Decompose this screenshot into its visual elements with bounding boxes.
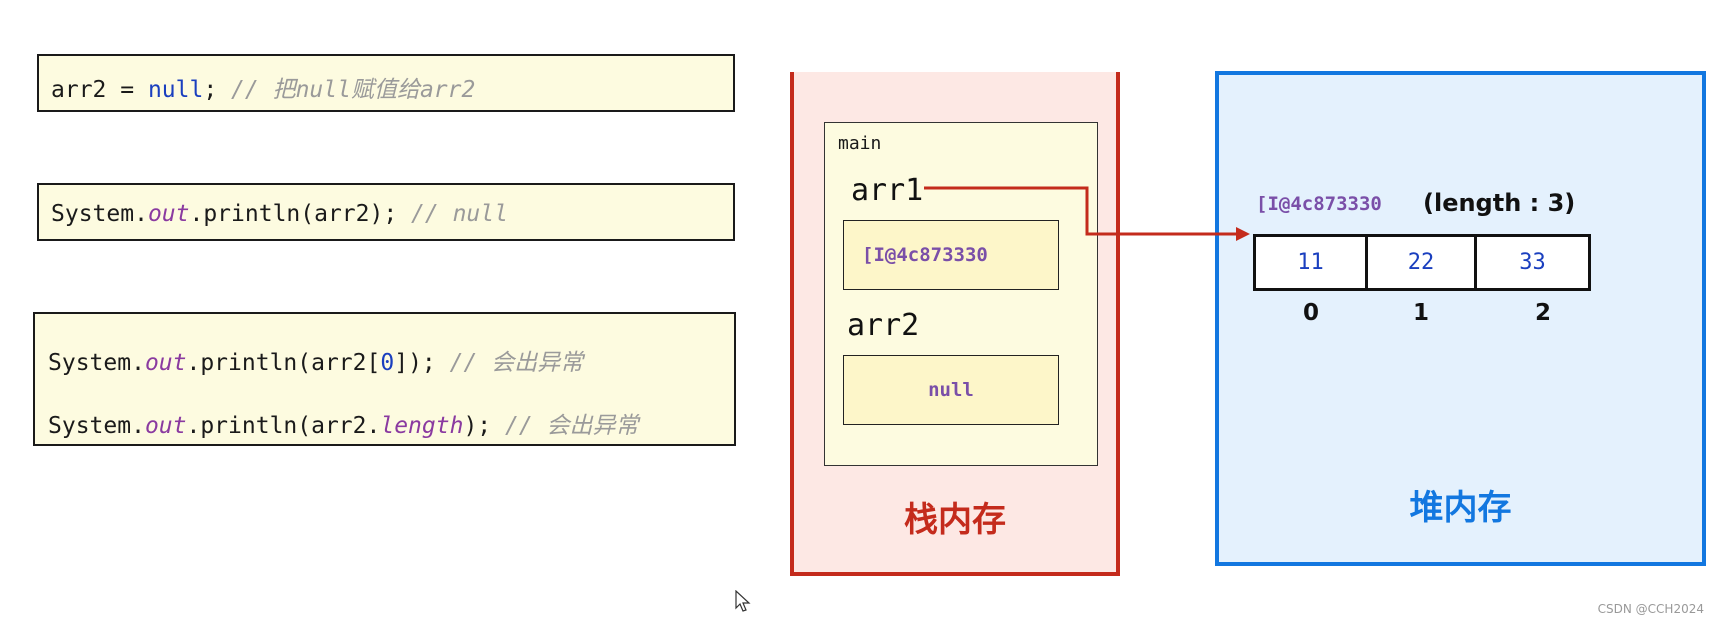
- code-keyword-null: null: [147, 77, 204, 103]
- stack-memory: main arr1 [I@4c873330 arr2 null 栈内存: [790, 72, 1120, 576]
- array-cell-1: 22: [1365, 234, 1477, 291]
- code-op: =: [106, 77, 148, 103]
- arr2-value-cell: null: [843, 355, 1059, 425]
- code-text: .println(arr2[: [186, 350, 381, 376]
- code-text: System.: [51, 201, 148, 227]
- heap-memory: [I@4c873330 (length : 3) 11 22 33 0 1 2 …: [1215, 71, 1706, 566]
- code-box-assign-null: arr2 = null; // 把null赋值给arr2: [37, 54, 735, 112]
- heap-title: 堆内存: [1409, 488, 1512, 528]
- array-index-0: 0: [1302, 300, 1319, 326]
- stack-title: 栈内存: [904, 500, 1006, 540]
- array-cell-0: 11: [1253, 234, 1368, 291]
- watermark: CSDN @CCH2024: [1597, 602, 1704, 616]
- code-line-1: System.out.println(arr2[0]); // 会出异常: [48, 343, 583, 377]
- array-cell-2: 33: [1474, 234, 1591, 291]
- array-value: 11: [1297, 250, 1324, 275]
- code-line-2: System.out.println(arr2.length); // 会出异常: [48, 406, 639, 440]
- mouse-cursor-icon: [735, 590, 751, 612]
- code-line: System.out.println(arr2); // null: [51, 201, 508, 227]
- heap-array-length: (length : 3): [1423, 189, 1576, 217]
- code-text: .println(arr2);: [189, 201, 412, 227]
- code-field-out: out: [147, 201, 190, 227]
- arr1-label: arr1: [851, 173, 924, 208]
- code-text: System.: [48, 413, 145, 439]
- code-comment: // null: [411, 201, 508, 227]
- code-comment: // 会出异常: [449, 350, 584, 376]
- frame-label: main: [838, 133, 882, 154]
- array-index-2: 2: [1534, 300, 1551, 326]
- main-frame: main arr1 [I@4c873330 arr2 null: [824, 122, 1098, 466]
- code-box-print-null: System.out.println(arr2); // null: [37, 183, 735, 241]
- array-index-1: 1: [1412, 300, 1429, 326]
- code-text: .println(arr2.: [186, 413, 381, 439]
- code-semicolon: ;: [203, 77, 232, 103]
- arrow-line: [924, 186, 1238, 236]
- array-value: 22: [1407, 250, 1435, 275]
- code-var: arr2: [51, 77, 107, 103]
- code-field-length: length: [380, 413, 464, 439]
- code-text: );: [463, 413, 505, 439]
- heap-array-address: [I@4c873330: [1256, 193, 1382, 215]
- code-text: ]);: [394, 350, 450, 376]
- arr2-value: null: [928, 379, 974, 401]
- code-comment: // 把null赋值给arr2: [231, 77, 476, 103]
- code-box-exceptions: System.out.println(arr2[0]); // 会出异常 Sys…: [33, 312, 736, 446]
- arr2-label: arr2: [847, 308, 920, 343]
- arrow-head: [1236, 227, 1250, 241]
- arr1-value: [I@4c873330: [862, 244, 988, 266]
- code-comment: // 会出异常: [505, 413, 639, 439]
- arr1-value-cell: [I@4c873330: [843, 220, 1059, 290]
- array-value: 33: [1519, 250, 1546, 275]
- code-field-out: out: [144, 350, 187, 376]
- code-index: 0: [380, 350, 395, 376]
- code-line: arr2 = null; // 把null赋值给arr2: [51, 70, 475, 104]
- code-field-out: out: [144, 413, 187, 439]
- code-text: System.: [48, 350, 145, 376]
